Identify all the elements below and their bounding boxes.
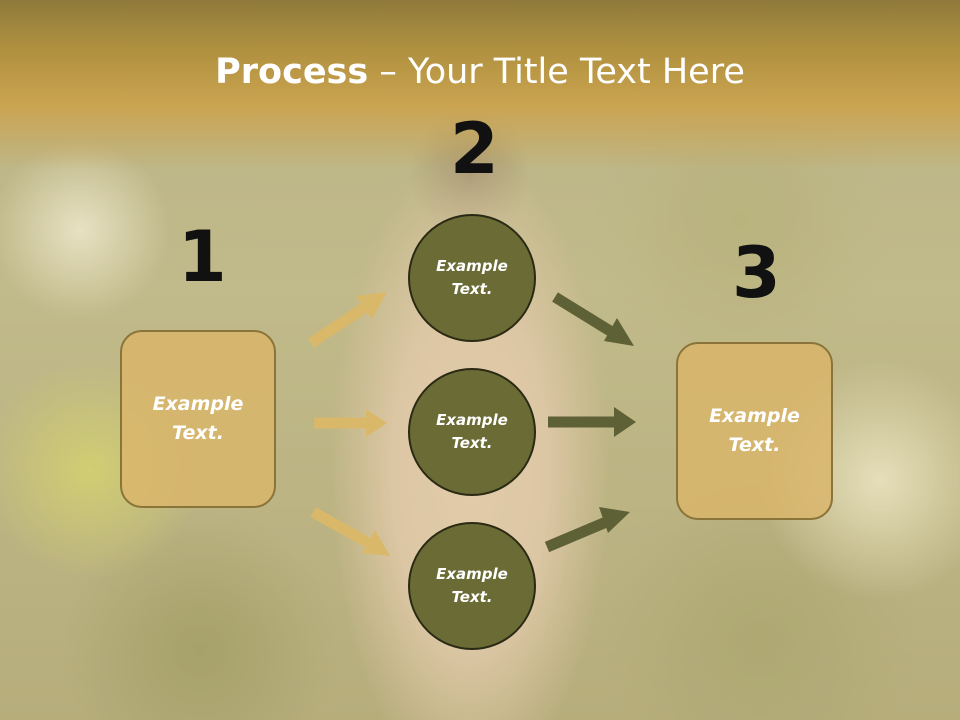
right-box: Example Text.	[676, 342, 833, 520]
step-number-2: 2	[450, 108, 499, 190]
right-box-text: Example Text.	[709, 405, 800, 456]
arrow-right-middle	[548, 407, 636, 437]
arrow-right-top	[552, 292, 634, 346]
step-number-1: 1	[178, 216, 227, 298]
arrow-left-top	[307, 292, 387, 348]
circle-top: Example Text.	[408, 214, 536, 342]
circle-top-text: Example Text.	[436, 257, 508, 298]
title-band	[0, 0, 960, 170]
circle-middle: Example Text.	[408, 368, 536, 496]
arrow-right-bottom	[544, 507, 630, 553]
circle-middle-text: Example Text.	[436, 411, 508, 452]
step-number-3: 3	[732, 232, 781, 314]
title-bold: Process	[215, 52, 369, 92]
arrow-left-bottom	[310, 507, 390, 556]
left-box-text: Example Text.	[152, 393, 244, 444]
circle-bottom: Example Text.	[408, 522, 536, 650]
arrow-left-middle	[314, 409, 387, 437]
slide-title: Process – Your Title Text Here	[0, 52, 960, 92]
left-box: Example Text.	[120, 330, 276, 508]
title-rest: – Your Title Text Here	[368, 52, 745, 92]
circle-bottom-text: Example Text.	[436, 565, 508, 606]
